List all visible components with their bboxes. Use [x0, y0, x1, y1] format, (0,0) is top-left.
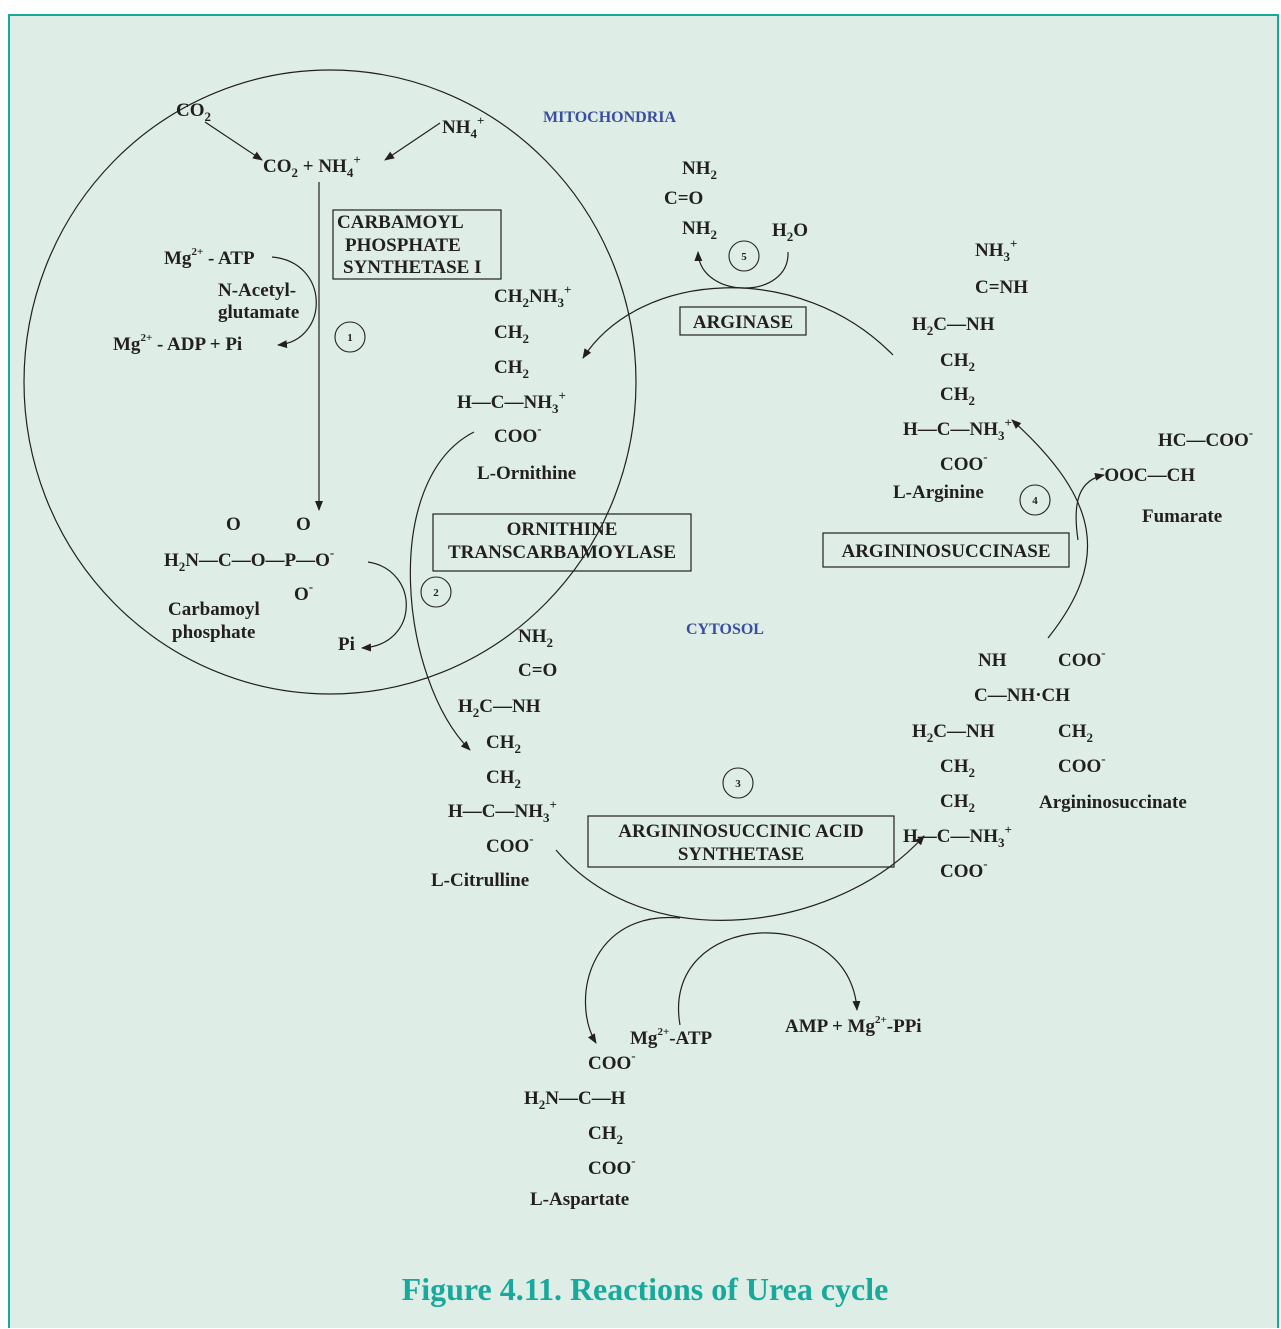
svg-text:Mg2+ - ATP: Mg2+ - ATP [164, 246, 255, 269]
nh4-arrow [384, 122, 441, 161]
svg-text:O: O [226, 514, 241, 535]
svg-text:H—C—NH3+: H—C—NH3+ [903, 415, 1012, 443]
amp-ppi-label: AMP + Mg2+-PPi [785, 1014, 922, 1037]
svg-text:O: O [296, 514, 311, 535]
svg-text:COO-: COO- [940, 449, 988, 475]
svg-text:C=O: C=O [664, 188, 703, 209]
ornithine-to-citrulline-arrow [409, 431, 475, 751]
argininosuccinate-to-arginine-arrow [1011, 419, 1089, 639]
svg-text:CH2: CH2 [940, 756, 975, 780]
otc-line2: TRANSCARBAMOYLASE [448, 542, 676, 563]
citrulline-to-argininosuccinate-arrow [555, 835, 925, 921]
step-3-label: 3 [735, 778, 741, 790]
svg-text:C=NH: C=NH [975, 277, 1028, 298]
step-1-label: 1 [347, 332, 353, 344]
svg-text:H2C—NH: H2C—NH [912, 314, 995, 338]
argininosuccinate-label: Argininosuccinate [1039, 792, 1187, 813]
svg-text:CH2: CH2 [940, 350, 975, 374]
atp-amp-arc [677, 932, 861, 1026]
figure-panel [8, 14, 1279, 1328]
svg-text:COO-: COO- [486, 831, 534, 857]
svg-text:COO-: COO- [1058, 751, 1106, 777]
fumarate-release-arrow [1075, 472, 1105, 541]
svg-text:COO-: COO- [588, 1048, 636, 1074]
svg-text:C—NH·CH: C—NH·CH [974, 685, 1070, 706]
arginine-label: L-Arginine [893, 482, 984, 503]
step-4-label: 4 [1032, 495, 1038, 507]
svg-text:CH2: CH2 [940, 384, 975, 408]
svg-text:H—C—NH3+: H—C—NH3+ [448, 797, 557, 825]
svg-text:O-: O- [294, 579, 313, 605]
asl-label: ARGININOSUCCINASE [841, 541, 1050, 562]
chemical-structures: CO2 NH4+ CO2 + NH4+ Mg2+ - ATP Mg2+ - AD… [113, 100, 1253, 1179]
citrulline-label: L-Citrulline [431, 870, 529, 891]
urea-release-arc [694, 251, 789, 289]
svg-text:CH2: CH2 [940, 791, 975, 815]
carbamoyl-phosphate-line1: Carbamoyl [168, 599, 260, 620]
svg-text:-OOC—CH: -OOC—CH [1100, 460, 1195, 486]
svg-text:NH3+: NH3+ [975, 236, 1017, 264]
n-acetyl-line1: N-Acetyl- [218, 280, 296, 301]
cps1-line1: CARBAMOYL [337, 212, 464, 233]
cps1-line2: PHOSPHATE [345, 235, 461, 256]
svg-text:CH2: CH2 [494, 357, 529, 381]
svg-text:NH2: NH2 [682, 218, 717, 242]
svg-text:NH2: NH2 [518, 626, 553, 650]
svg-text:COO-: COO- [588, 1153, 636, 1179]
aspartate-input-arc [584, 917, 681, 1044]
cytosol-label: CYTOSOL [686, 621, 764, 638]
svg-text:CH2: CH2 [588, 1123, 623, 1147]
mitochondria-membrane [23, 69, 637, 695]
svg-text:CH2: CH2 [486, 732, 521, 756]
svg-text:CO2: CO2 [176, 100, 211, 124]
svg-text:NH: NH [978, 650, 1007, 671]
cps1-line3: SYNTHETASE I [343, 257, 482, 278]
ass-line1: ARGININOSUCCINIC ACID [618, 821, 863, 842]
svg-text:CH2: CH2 [494, 322, 529, 346]
svg-text:HC—COO-: HC—COO- [1158, 425, 1253, 451]
mitochondria-label: MITOCHONDRIA [543, 109, 676, 126]
svg-text:C=O: C=O [518, 660, 557, 681]
svg-text:CH2NH3+: CH2NH3+ [494, 282, 571, 310]
svg-text:CH2: CH2 [486, 767, 521, 791]
mg-atp-label: Mg2+-ATP [630, 1026, 713, 1049]
svg-text:CH2: CH2 [1058, 721, 1093, 745]
svg-text:CO2 + NH4+: CO2 + NH4+ [263, 152, 361, 180]
arginase-label: ARGINASE [693, 312, 793, 333]
svg-text:NH2: NH2 [682, 158, 717, 182]
svg-text:COO-: COO- [494, 421, 542, 447]
aspartate-label: L-Aspartate [530, 1189, 629, 1210]
pi-release-arc [361, 561, 407, 652]
co2-arrow [204, 121, 263, 161]
svg-text:H2N—C—O—P—O-: H2N—C—O—P—O- [164, 545, 334, 574]
svg-text:Pi: Pi [338, 634, 355, 655]
svg-text:Mg2+ - ADP + Pi: Mg2+ - ADP + Pi [113, 332, 242, 355]
svg-text:H—C—NH3+: H—C—NH3+ [903, 822, 1012, 850]
n-acetyl-line2: glutamate [218, 302, 299, 323]
figure-caption: Figure 4.11. Reactions of Urea cycle [402, 1271, 889, 1307]
svg-text:H2C—NH: H2C—NH [458, 696, 541, 720]
arginine-to-ornithine-arrow [582, 287, 894, 359]
water-label: H2O [772, 220, 808, 244]
ass-line2: SYNTHETASE [678, 844, 804, 865]
otc-line1: ORNITHINE [507, 519, 618, 540]
fumarate-label: Fumarate [1142, 506, 1222, 527]
svg-text:H2N—C—H: H2N—C—H [524, 1088, 626, 1112]
ornithine-label: L-Ornithine [477, 463, 576, 484]
svg-text:NH4+: NH4+ [442, 113, 484, 141]
step-5-label: 5 [741, 251, 747, 263]
carbamoyl-phosphate-line2: phosphate [172, 622, 255, 643]
atp-adp-arc [271, 256, 317, 349]
svg-text:COO-: COO- [940, 856, 988, 882]
svg-text:H—C—NH3+: H—C—NH3+ [457, 388, 566, 416]
step-2-label: 2 [433, 587, 439, 599]
svg-text:COO-: COO- [1058, 645, 1106, 671]
svg-text:H2C—NH: H2C—NH [912, 721, 995, 745]
